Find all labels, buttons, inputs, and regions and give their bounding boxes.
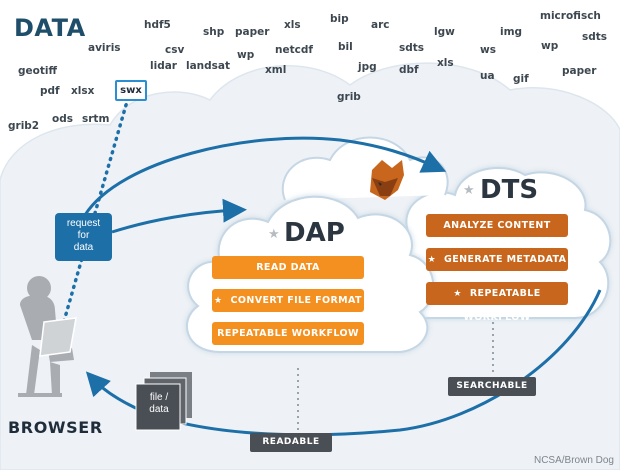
- format-label-dbf: dbf: [399, 64, 419, 76]
- file-label-line-2: data: [149, 404, 169, 415]
- format-label-paper-2: paper: [562, 65, 597, 77]
- format-label-sdts-1: sdts: [582, 31, 608, 43]
- format-label-shp: shp: [203, 26, 225, 38]
- file-label-line-1: file /: [149, 392, 169, 403]
- format-label-ua: ua: [480, 70, 495, 82]
- format-label-grib2: grib2: [8, 120, 40, 132]
- data-title: DATA: [14, 14, 86, 42]
- format-label-lgw: lgw: [434, 26, 455, 38]
- convert-file-format-label: CONVERT FILE FORMAT: [230, 295, 362, 306]
- format-label-sdts-2: sdts: [399, 42, 425, 54]
- dts-title: DTS: [480, 175, 539, 205]
- format-label-xls-1: xls: [284, 19, 301, 31]
- read-data-label: READ DATA: [256, 262, 320, 273]
- analyze-content-button[interactable]: ANALYZE CONTENT: [426, 214, 568, 237]
- format-label-aviris: aviris: [88, 42, 121, 54]
- format-label-xlsx: xlsx: [71, 85, 95, 97]
- request-dotted-line: [58, 96, 130, 337]
- format-label-pdf: pdf: [40, 85, 60, 97]
- request-line-3: data: [73, 242, 94, 253]
- dap-title: DAP: [284, 218, 345, 248]
- format-label-srtm: srtm: [82, 113, 110, 125]
- format-label-ws: ws: [480, 44, 496, 56]
- arrow-to-dap: [111, 198, 247, 234]
- format-label-jpg: jpg: [358, 61, 377, 73]
- format-label-lidar: lidar: [150, 60, 177, 72]
- format-label-csv: csv: [165, 44, 185, 56]
- format-label-hdf5: hdf5: [144, 19, 171, 31]
- format-label-ods: ods: [52, 113, 73, 125]
- star-icon: ★: [427, 255, 437, 265]
- generate-metadata-button[interactable]: ★ GENERATE METADATA: [426, 248, 568, 271]
- generate-metadata-label: GENERATE METADATA: [444, 254, 567, 265]
- dap-repeatable-workflow-label: REPEATABLE WORKFLOW: [217, 328, 359, 339]
- format-label-netcdf: netcdf: [275, 44, 313, 56]
- format-label-gif: gif: [513, 73, 529, 85]
- format-label-bil: bil: [338, 41, 353, 53]
- read-data-button[interactable]: READ DATA: [212, 256, 364, 279]
- browser-label: BROWSER: [8, 418, 103, 437]
- brown-dog-logo: [370, 160, 404, 200]
- credit-text: NCSA/Brown Dog: [533, 455, 614, 466]
- dap-star-icon: ★: [268, 226, 280, 241]
- format-label-xls-2: xls: [437, 57, 454, 69]
- star-icon: ★: [453, 289, 462, 299]
- format-label-wp-1: wp: [237, 49, 255, 61]
- arrow-to-dts: [83, 136, 447, 216]
- file-stack: [135, 372, 192, 431]
- file-data-label: file / data: [138, 392, 180, 416]
- format-label-grib: grib: [337, 91, 361, 103]
- format-label-landsat: landsat: [186, 60, 231, 72]
- star-icon: ★: [214, 296, 223, 306]
- dts-repeatable-workflow-label: REPEATABLE WORKFLOW: [463, 288, 541, 323]
- analyze-content-label: ANALYZE CONTENT: [443, 220, 551, 231]
- dts-star-icon: ★: [463, 182, 475, 197]
- readable-tag: READABLE: [250, 433, 332, 452]
- request-for-data-box: request for data: [55, 213, 112, 261]
- format-label-geotiff: geotiff: [18, 65, 57, 77]
- format-label-bip: bip: [330, 13, 349, 25]
- format-label-xml: xml: [265, 64, 287, 76]
- request-line-1: request: [66, 218, 101, 229]
- format-label-wp-2: wp: [541, 40, 559, 52]
- format-label-microfisch: microfisch: [540, 10, 601, 22]
- convert-file-format-button[interactable]: ★ CONVERT FILE FORMAT: [212, 289, 364, 312]
- request-line-2: for: [77, 230, 90, 241]
- format-label-arc: arc: [371, 19, 390, 31]
- format-label-img: img: [500, 26, 523, 38]
- swx-format-highlight: swx: [115, 80, 147, 101]
- format-label-paper-1: paper: [235, 26, 270, 38]
- dap-repeatable-workflow-button[interactable]: REPEATABLE WORKFLOW: [212, 322, 364, 345]
- searchable-tag: SEARCHABLE: [448, 377, 536, 396]
- laptop: [39, 317, 77, 357]
- dts-repeatable-workflow-button[interactable]: ★REPEATABLE WORKFLOW: [426, 282, 568, 323]
